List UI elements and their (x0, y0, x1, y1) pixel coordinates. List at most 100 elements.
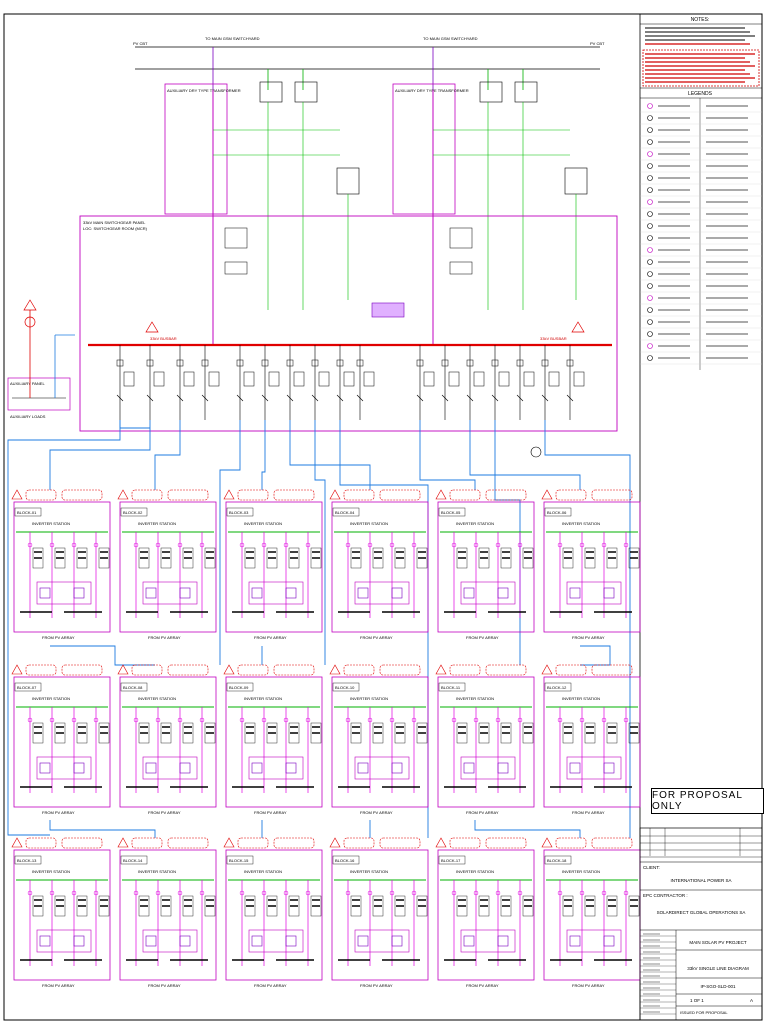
svg-text:INVERTER STATION: INVERTER STATION (456, 696, 494, 701)
legend-symbol-icon (647, 187, 653, 193)
legend-symbol-icon (647, 247, 653, 253)
svg-text:INVERTER STATION: INVERTER STATION (562, 521, 600, 526)
svg-text:FROM PV ARRAY: FROM PV ARRAY (148, 635, 181, 640)
legend-symbol-icon (647, 163, 653, 169)
svg-text:FROM PV ARRAY: FROM PV ARRAY (148, 983, 181, 988)
svg-text:FROM PV ARRAY: FROM PV ARRAY (254, 810, 287, 815)
svg-text:INVERTER STATION: INVERTER STATION (244, 869, 282, 874)
svg-text:FROM PV ARRAY: FROM PV ARRAY (254, 983, 287, 988)
legend-symbol-icon (647, 259, 653, 265)
epc-name: SOLARDIRECT GLOBAL OPERATIONS SA (657, 910, 746, 915)
auxiliary-panel: AUXILIARY PANEL AUXILIARY LOADS (7, 310, 75, 419)
revision: A (750, 998, 753, 1003)
svg-text:INVERTER STATION: INVERTER STATION (32, 521, 70, 526)
cable-routes (7, 420, 631, 838)
svg-text:INVERTER STATION: INVERTER STATION (138, 696, 176, 701)
svg-text:INVERTER STATION: INVERTER STATION (562, 696, 600, 701)
block-label: BLOCK-08 (123, 685, 143, 690)
block-label: BLOCK-14 (123, 858, 143, 863)
legend-symbol-icon (647, 331, 653, 337)
main-switchgear-panel: 33kV MAIN SWITCHGEAR PANEL LOC: SWITCHGE… (23, 214, 618, 432)
legend-symbol-icon (647, 307, 653, 313)
svg-text:FROM PV ARRAY: FROM PV ARRAY (360, 983, 393, 988)
feeder-lines: PV CBT PV CBT TO MAIN GSM SWITCHYARD TO … (133, 36, 605, 90)
block-label: BLOCK-15 (229, 858, 249, 863)
aux-panel-label: AUXILIARY PANEL (10, 381, 45, 386)
busbar-left-label: 33kV BUSBAR (150, 336, 177, 341)
main-panel-label: 33kV MAIN SWITCHGEAR PANEL (83, 220, 146, 225)
svg-text:INVERTER STATION: INVERTER STATION (562, 869, 600, 874)
svg-text:INVERTER STATION: INVERTER STATION (138, 869, 176, 874)
svg-text:LEGENDS: LEGENDS (688, 91, 713, 97)
svg-text:FROM PV ARRAY: FROM PV ARRAY (254, 635, 287, 640)
svg-text:INVERTER STATION: INVERTER STATION (350, 869, 388, 874)
legend-symbol-icon (647, 211, 653, 217)
client-name: INTERNATIONAL POWER SA (670, 878, 731, 883)
transformer-left-label: AUXILIARY DRY TYPE TRANSFORMER (167, 88, 241, 93)
legend-symbol-icon (647, 139, 653, 145)
legend-symbol-icon (647, 355, 653, 361)
svg-text:INVERTER STATION: INVERTER STATION (244, 696, 282, 701)
main-panel-sub: LOC: SWITCHGEAR ROOM (MCR) (83, 226, 148, 231)
drawing-number: IP-SGO-SLD-001 (700, 984, 736, 989)
svg-text:FROM PV ARRAY: FROM PV ARRAY (42, 635, 75, 640)
title-block: CLIENT: INTERNATIONAL POWER SA EPC CONTR… (639, 827, 763, 1021)
svg-text:INVERTER STATION: INVERTER STATION (138, 521, 176, 526)
legend-symbol-icon (647, 319, 653, 325)
svg-text:FROM PV ARRAY: FROM PV ARRAY (572, 810, 605, 815)
project-name: MAIN SOLAR PV PROJECT (689, 940, 747, 945)
sheet-number: 1 OF 1 (690, 998, 704, 1003)
transformer-right-label: AUXILIARY DRY TYPE TRANSFORMER (395, 88, 469, 93)
busbar-right-label: 33kV BUSBAR (540, 336, 567, 341)
svg-text:INVERTER STATION: INVERTER STATION (350, 696, 388, 701)
svg-text:NOTES:: NOTES: (691, 17, 710, 23)
block-label: BLOCK-16 (335, 858, 355, 863)
svg-text:FROM PV ARRAY: FROM PV ARRAY (466, 983, 499, 988)
block-label: BLOCK-05 (441, 510, 461, 515)
svg-text:FROM PV ARRAY: FROM PV ARRAY (466, 635, 499, 640)
incomer-left-label: PV CBT (133, 41, 148, 46)
legend-symbol-icon (647, 127, 653, 133)
svg-text:FROM PV ARRAY: FROM PV ARRAY (42, 983, 75, 988)
notes-section: NOTES: (640, 17, 762, 87)
svg-text:INVERTER STATION: INVERTER STATION (456, 521, 494, 526)
transformer-bay-left: AUXILIARY DRY TYPE TRANSFORMER (164, 81, 360, 310)
legend-symbol-icon (647, 343, 653, 349)
block-label: BLOCK-18 (547, 858, 567, 863)
block-label: BLOCK-13 (17, 858, 37, 863)
legend-section: LEGENDS (640, 87, 762, 370)
svg-text:FROM PV ARRAY: FROM PV ARRAY (466, 810, 499, 815)
svg-text:INVERTER STATION: INVERTER STATION (244, 521, 282, 526)
block-label: BLOCK-11 (441, 685, 461, 690)
legend-symbol-icon (647, 235, 653, 241)
svg-text:FROM PV ARRAY: FROM PV ARRAY (148, 810, 181, 815)
legend-symbol-icon (647, 223, 653, 229)
legend-symbol-icon (647, 283, 653, 289)
block-label: BLOCK-06 (547, 510, 567, 515)
svg-text:FROM PV ARRAY: FROM PV ARRAY (360, 810, 393, 815)
legend-symbol-icon (647, 295, 653, 301)
svg-text:FROM PV ARRAY: FROM PV ARRAY (42, 810, 75, 815)
feeder-right-label: TO MAIN GSM SWITCHYARD (423, 36, 478, 41)
proposal-stamp: FOR PROPOSAL ONLY (651, 788, 764, 814)
svg-text:INVERTER STATION: INVERTER STATION (32, 696, 70, 701)
feeder-left-label: TO MAIN GSM SWITCHYARD (205, 36, 260, 41)
svg-text:INVERTER STATION: INVERTER STATION (456, 869, 494, 874)
svg-text:FROM PV ARRAY: FROM PV ARRAY (360, 635, 393, 640)
